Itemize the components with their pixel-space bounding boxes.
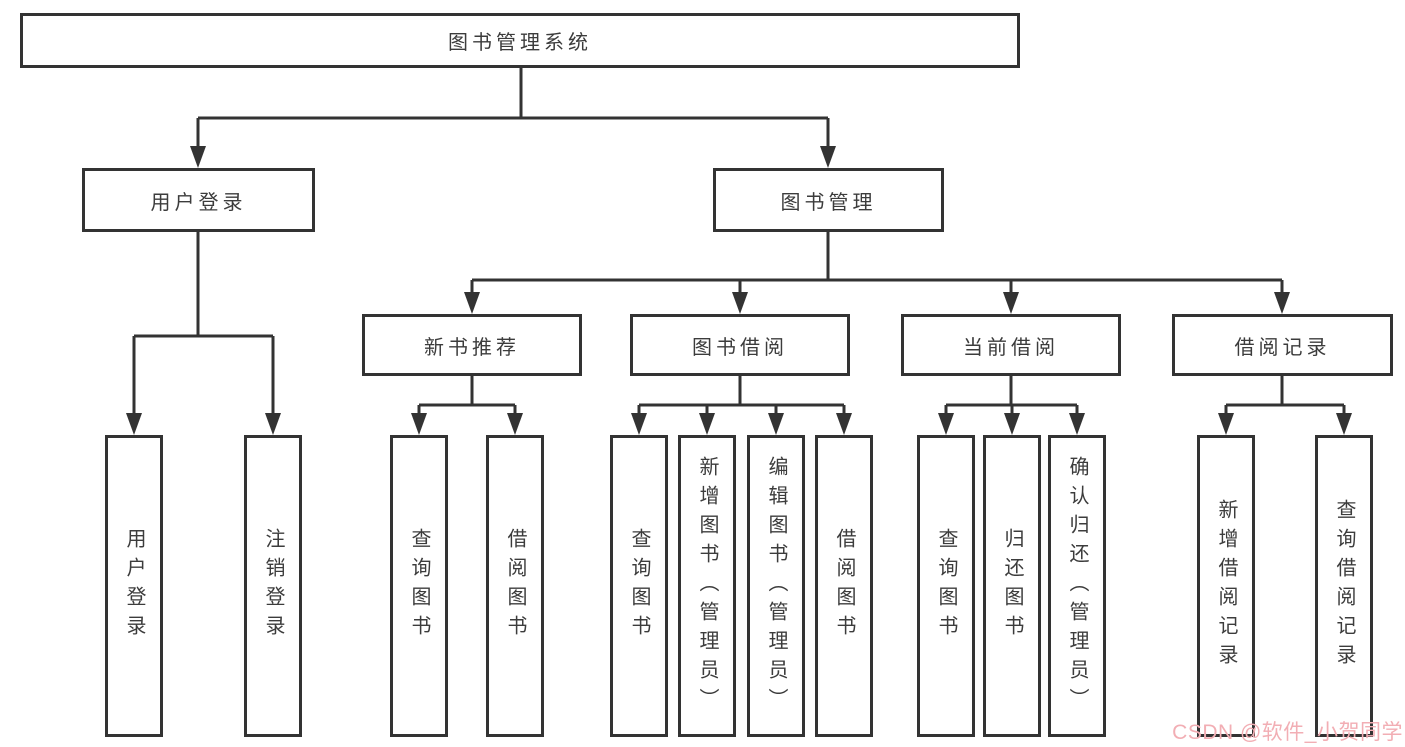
leaf-bb-borrow-books: 借阅图书 (815, 435, 873, 737)
leaf-label: 借阅图书 (504, 528, 526, 644)
leaf-bb-query-books: 查询图书 (610, 435, 668, 737)
connector-user-login (132, 232, 275, 417)
leaf-logout: 注销登录 (244, 435, 302, 737)
leaf-label: 查询图书 (408, 528, 430, 644)
node-book-management: 图书管理 (713, 168, 944, 232)
leaf-bb-add-books-admin: 新增图书（管理员） (678, 435, 736, 737)
connector-book-management (470, 232, 1284, 297)
leaf-br-query-record: 查询借阅记录 (1315, 435, 1373, 737)
node-label: 借阅记录 (1234, 336, 1331, 359)
leaf-label: 归还图书 (1001, 528, 1023, 644)
leaf-cb-return-books: 归还图书 (983, 435, 1041, 737)
node-label: 图书管理 (780, 191, 877, 214)
leaf-label: 新增图书（管理员） (696, 455, 718, 717)
node-label: 当前借阅 (963, 336, 1059, 359)
leaf-label: 查询图书 (935, 528, 957, 644)
leaf-bb-edit-books-admin: 编辑图书（管理员） (747, 435, 805, 737)
connector-root (196, 68, 830, 150)
connector-borrowing-records (1224, 376, 1346, 417)
node-label: 图书借阅 (692, 336, 788, 359)
leaf-label: 注销登录 (262, 528, 284, 644)
node-label: 图书管理系统 (448, 32, 592, 54)
node-borrowing-records: 借阅记录 (1172, 314, 1393, 376)
leaf-label: 新增借阅记录 (1215, 499, 1237, 673)
node-label: 新书推荐 (424, 336, 520, 359)
leaf-cb-query-books: 查询图书 (917, 435, 975, 737)
node-new-book-recommend: 新书推荐 (362, 314, 582, 376)
leaf-label: 查询图书 (628, 528, 650, 644)
node-library-management-system: 图书管理系统 (20, 13, 1020, 68)
node-user-login: 用户登录 (82, 168, 315, 232)
node-label: 用户登录 (150, 191, 247, 214)
leaf-label: 用户登录 (123, 528, 145, 644)
arrowheads (126, 146, 1352, 435)
leaf-nbr-borrow-books: 借阅图书 (486, 435, 544, 737)
connector-new-book-recommend (417, 376, 517, 417)
connector-current-borrowing (944, 376, 1079, 417)
leaf-label: 查询借阅记录 (1333, 499, 1355, 673)
connector-book-borrowing (637, 376, 846, 417)
leaf-user-login: 用户登录 (105, 435, 163, 737)
leaf-label: 编辑图书（管理员） (765, 455, 787, 717)
node-current-borrowing: 当前借阅 (901, 314, 1121, 376)
leaf-cb-confirm-return-admin: 确认归还（管理员） (1048, 435, 1106, 737)
watermark: CSDN @软件_小贺同学 (1172, 721, 1403, 744)
node-book-borrowing: 图书借阅 (630, 314, 850, 376)
leaf-nbr-query-books: 查询图书 (390, 435, 448, 737)
leaf-label: 确认归还（管理员） (1066, 455, 1088, 717)
leaf-br-add-record: 新增借阅记录 (1197, 435, 1255, 737)
leaf-label: 借阅图书 (833, 528, 855, 644)
